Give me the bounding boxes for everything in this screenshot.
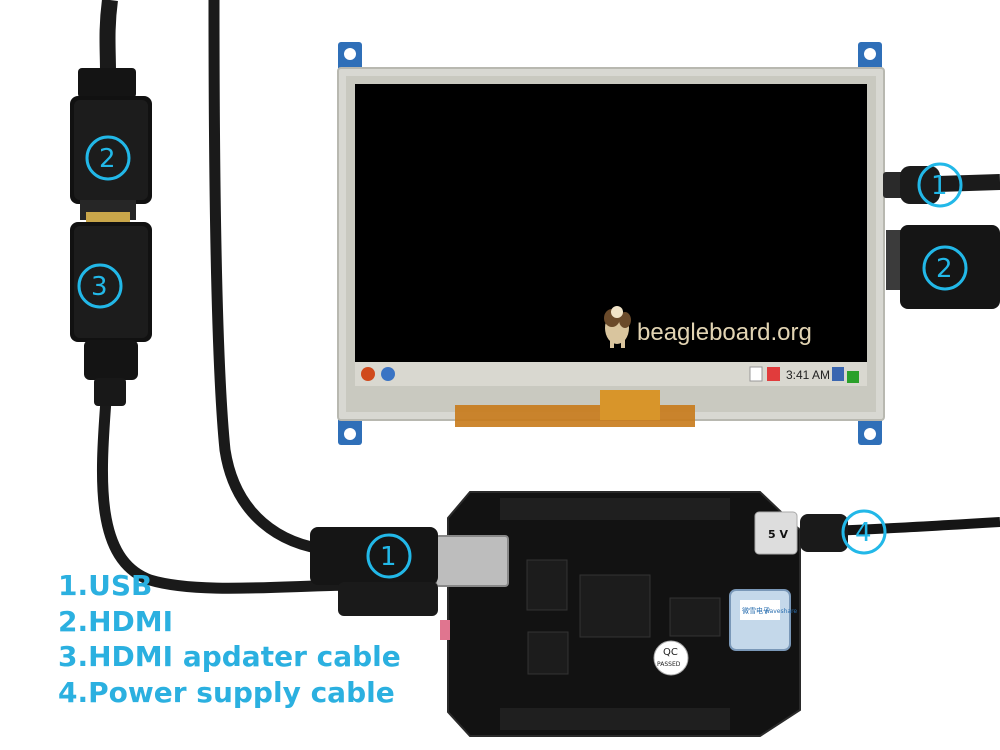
hdmi-cable-connector	[70, 68, 152, 222]
lcd-display: beagleboard.org 3:41 AM	[337, 42, 885, 445]
svg-text:2: 2	[99, 144, 116, 174]
power-jack-label: 5 V	[768, 528, 788, 541]
qc-sticker-line1: QC	[663, 647, 678, 658]
legend-item-hdmi-adapter: 3.HDMI apdater cable	[58, 640, 401, 673]
callout-hdmi-lcd: 2	[922, 245, 968, 291]
tray-network-icon	[832, 367, 844, 381]
callout-usb-board: 1	[366, 533, 412, 579]
processor-chip	[579, 574, 651, 638]
callout-hdmi-cable: 2	[85, 135, 131, 181]
legend-item-hdmi: 2.HDMI	[58, 604, 174, 638]
callouts: 1 2 2 3 1 4	[77, 135, 968, 579]
qc-sticker	[653, 640, 689, 676]
taskbar	[355, 362, 867, 386]
taskbar-clock: 3:41 AM	[786, 368, 830, 382]
svg-text:2: 2	[936, 254, 953, 284]
lcd-right-cables	[883, 166, 1000, 309]
callout-usb-lcd: 1	[917, 162, 963, 208]
tray-close-icon	[767, 367, 780, 381]
left-cables	[97, 0, 361, 594]
svg-text:1: 1	[931, 171, 948, 201]
tray-status-icon	[847, 371, 859, 383]
callout-hdmi-adapter: 3	[77, 263, 123, 309]
beaglebone-board: 微雪电子 Waveshare QC PASSED 5 V	[435, 491, 801, 737]
usb-port	[435, 535, 509, 587]
tray-note-icon	[749, 366, 763, 382]
svg-text:1: 1	[380, 542, 397, 572]
browser-icon	[381, 367, 395, 381]
legend-item-usb: 1.USB	[58, 569, 153, 602]
callout-power: 4	[841, 509, 887, 555]
legend-item-power: 4.Power supply cable	[58, 675, 395, 709]
svg-text:3: 3	[91, 272, 108, 302]
beagle-logo-icon	[604, 306, 631, 348]
power-jack	[754, 511, 798, 555]
sticker-right: Waveshare	[764, 608, 797, 615]
svg-text:4: 4	[855, 518, 872, 548]
beagleboard-brand-text: beagleboard.org	[637, 319, 812, 346]
qc-sticker-line2: PASSED	[657, 661, 681, 668]
start-menu-icon	[361, 367, 375, 381]
hdmi-adapter	[70, 222, 152, 406]
cable-legend: 1.USB 2.HDMI 3.HDMI apdater cable 4.Powe…	[58, 568, 401, 710]
sticker-left: 微雪电子	[742, 606, 770, 615]
